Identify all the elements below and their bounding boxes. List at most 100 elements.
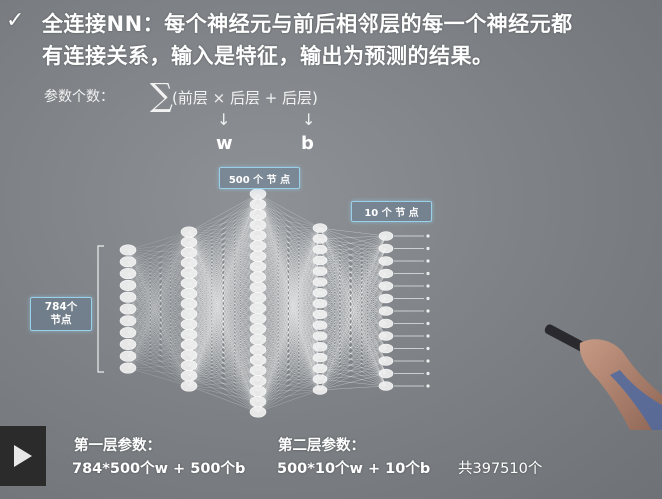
connection-line <box>188 231 259 236</box>
connection-line <box>127 296 190 315</box>
connection-line <box>319 235 387 315</box>
connection-line <box>127 283 190 286</box>
connection-line <box>257 224 321 315</box>
connection-line <box>257 328 321 358</box>
connection-line <box>188 252 259 413</box>
connection-line <box>188 307 259 315</box>
connection-line <box>188 283 259 340</box>
connection-line <box>257 238 321 392</box>
connection-line <box>319 227 387 274</box>
connection-line <box>127 241 190 263</box>
connection-line <box>257 260 321 309</box>
connection-line <box>257 227 321 392</box>
connection-line <box>319 285 387 369</box>
connection-line <box>127 252 190 321</box>
connection-line <box>257 266 321 304</box>
connection-line <box>188 276 259 305</box>
connection-line <box>257 204 321 304</box>
connection-line <box>319 346 387 387</box>
connection-line <box>127 252 190 310</box>
neuron-node <box>180 349 198 361</box>
connection-line <box>257 238 321 381</box>
connection-line <box>188 334 259 351</box>
connection-line <box>127 283 190 357</box>
connection-line <box>257 389 321 392</box>
neuron-node <box>378 343 394 354</box>
connection-line <box>127 296 190 356</box>
connection-line <box>127 354 190 369</box>
connection-line <box>257 307 321 315</box>
connection-line <box>257 276 321 391</box>
connection-line <box>257 214 321 326</box>
connection-line <box>319 238 387 262</box>
connection-line <box>257 249 321 371</box>
connection-line <box>319 271 387 337</box>
connection-line <box>257 281 321 413</box>
connection-line <box>257 249 321 392</box>
connection-line <box>257 357 321 382</box>
connection-line <box>257 314 321 330</box>
connection-line <box>127 355 190 387</box>
connection-line <box>257 224 321 337</box>
connection-line <box>319 303 387 387</box>
connection-line <box>188 313 259 392</box>
connection-line <box>188 354 259 392</box>
connection-line <box>257 256 321 283</box>
connection-line <box>188 283 259 319</box>
connection-line <box>188 318 259 366</box>
connection-line <box>319 360 387 391</box>
connection-line <box>257 235 321 294</box>
connection-line <box>188 266 259 387</box>
connection-line <box>188 193 259 356</box>
connection-line <box>188 266 259 315</box>
connection-line <box>257 193 321 240</box>
connection-line <box>257 287 321 369</box>
output-dot <box>426 284 430 288</box>
connection-line <box>188 276 259 284</box>
connection-line <box>257 318 321 326</box>
connection-line <box>319 298 387 315</box>
connection-line <box>257 225 321 347</box>
connection-line <box>188 293 259 340</box>
connection-line <box>188 287 259 325</box>
connection-line <box>188 283 259 350</box>
connection-line <box>319 227 387 237</box>
connection-line <box>257 276 321 347</box>
connection-line <box>127 231 190 321</box>
connection-line <box>188 242 259 371</box>
connection-line <box>188 225 259 387</box>
connection-line <box>127 261 190 366</box>
play-button[interactable] <box>0 426 46 486</box>
connection-line <box>127 296 190 325</box>
connection-line <box>188 359 259 387</box>
connection-line <box>257 328 321 348</box>
connection-line <box>188 231 259 340</box>
connection-line <box>319 292 387 324</box>
connection-line <box>319 227 387 262</box>
connection-line <box>257 214 321 369</box>
connection-line <box>319 303 387 337</box>
connection-line <box>257 314 321 402</box>
connection-line <box>257 368 321 392</box>
connection-line <box>319 314 387 324</box>
connection-line <box>257 193 321 358</box>
connection-line <box>188 344 259 413</box>
connection-line <box>319 298 387 358</box>
connection-line <box>127 285 190 294</box>
connection-line <box>257 249 321 309</box>
connection-line <box>188 293 259 319</box>
connection-line <box>257 389 321 413</box>
connection-line <box>188 224 259 284</box>
connection-line <box>188 287 259 376</box>
connection-line <box>319 260 387 387</box>
connection-line <box>188 307 259 325</box>
neuron-node <box>312 363 328 374</box>
connection-line <box>127 293 190 357</box>
connection-line <box>257 325 321 402</box>
connection-line <box>188 235 259 335</box>
connection-line <box>257 225 321 358</box>
output-dot <box>426 259 430 263</box>
connection-line <box>319 285 387 294</box>
connection-line <box>188 262 259 402</box>
connection-line <box>127 367 190 387</box>
